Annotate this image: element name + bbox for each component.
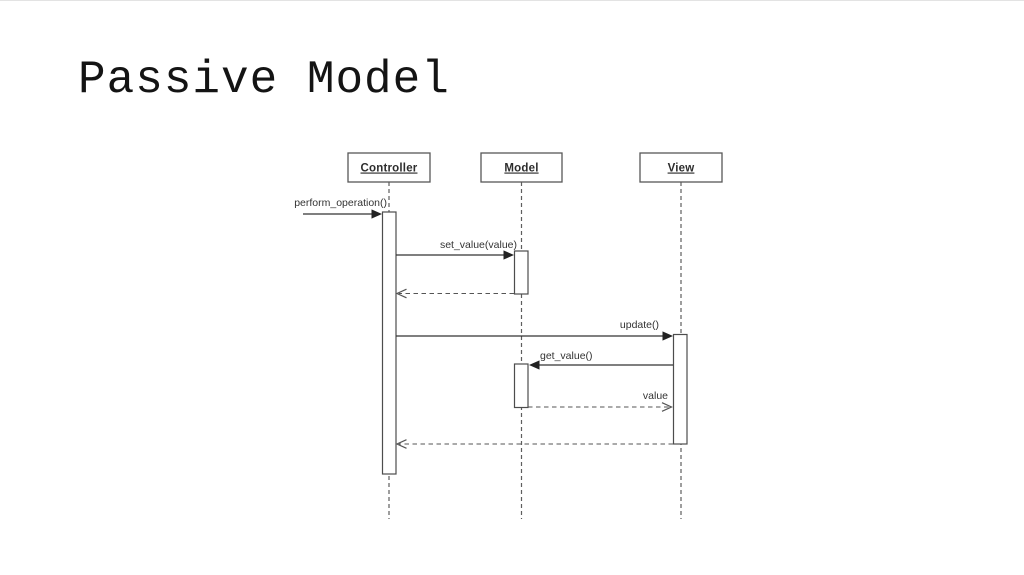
- actor-model-label: Model: [504, 163, 538, 175]
- message-return-to-controller-final: [395, 439, 673, 449]
- arrowhead-open-left-icon: [395, 439, 407, 449]
- message-set-value: set_value(value): [396, 239, 517, 260]
- actor-controller-label: Controller: [361, 163, 418, 175]
- arrowhead-open-left-icon: [395, 288, 407, 299]
- message-get-value-label: get_value(): [540, 350, 593, 362]
- model-activation-bar-set-value: [513, 250, 529, 295]
- controller-activation-bar: [381, 211, 397, 475]
- message-return-to-controller: [395, 288, 514, 299]
- arrowhead-right-icon: [662, 331, 673, 341]
- arrowhead-right-icon: [503, 250, 514, 260]
- message-perform-operation-label: perform_operation(): [294, 197, 387, 209]
- arrowhead-left-icon: [529, 360, 540, 370]
- actor-view: View: [639, 152, 723, 183]
- actor-controller: Controller: [347, 152, 431, 183]
- message-value-return: value: [528, 390, 673, 412]
- actor-controller-box: [347, 152, 431, 183]
- slide-title: Passive Model: [78, 54, 450, 106]
- actor-model: Model: [480, 152, 563, 183]
- message-perform-operation: perform_operation(): [294, 197, 387, 219]
- actor-model-box: [480, 152, 563, 183]
- actor-view-box: [639, 152, 723, 183]
- message-update: update(): [396, 319, 673, 341]
- arrowhead-right-icon: [371, 209, 382, 219]
- message-value-label: value: [643, 390, 668, 402]
- message-get-value: get_value(): [529, 350, 673, 370]
- view-activation-bar: [672, 333, 688, 445]
- message-set-value-label: set_value(value): [440, 239, 517, 251]
- model-activation-bar-get-value: [513, 363, 529, 409]
- arrowhead-open-right-icon: [661, 402, 673, 412]
- actor-view-label: View: [668, 163, 695, 175]
- message-update-label: update(): [620, 319, 659, 331]
